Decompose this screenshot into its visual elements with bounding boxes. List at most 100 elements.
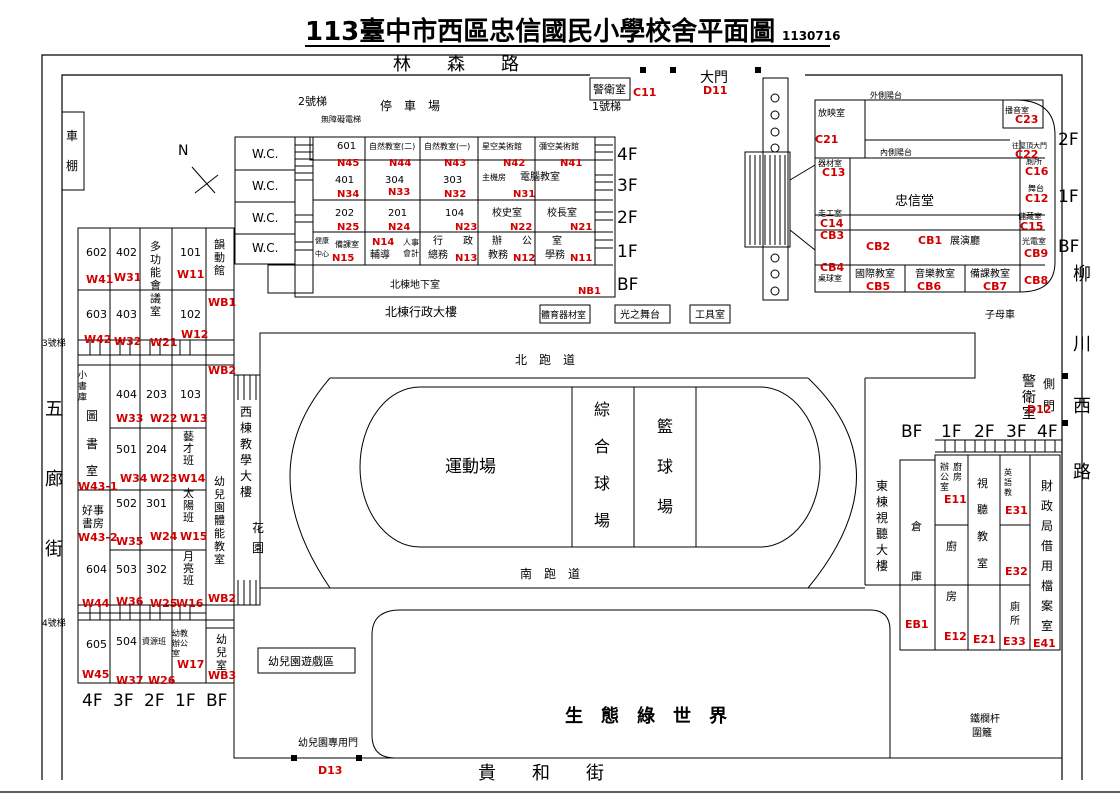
svg-text:財: 財 bbox=[1041, 478, 1053, 493]
south-track-label: 南 跑 道 bbox=[520, 566, 580, 581]
svg-text:側: 側 bbox=[1043, 377, 1055, 391]
svg-text:C15: C15 bbox=[1020, 220, 1043, 233]
svg-text:CB3: CB3 bbox=[820, 229, 844, 242]
north-basement-label: 北棟地下室 bbox=[390, 278, 440, 291]
svg-text:辦: 辦 bbox=[940, 461, 949, 473]
svg-text:樓: 樓 bbox=[876, 558, 888, 573]
svg-text:資源班: 資源班 bbox=[142, 636, 166, 646]
svg-text:N45: N45 bbox=[337, 158, 359, 169]
svg-text:C16: C16 bbox=[1025, 165, 1049, 178]
svg-text:W14: W14 bbox=[178, 472, 206, 485]
svg-text:WB1: WB1 bbox=[208, 296, 236, 309]
svg-text:WB3: WB3 bbox=[208, 669, 236, 682]
svg-text:倉: 倉 bbox=[911, 519, 922, 533]
svg-text:E11: E11 bbox=[944, 493, 967, 506]
svg-text:N32: N32 bbox=[444, 189, 466, 200]
svg-text:棟: 棟 bbox=[876, 494, 888, 509]
svg-text:403: 403 bbox=[116, 308, 137, 321]
svg-text:504: 504 bbox=[116, 635, 137, 648]
svg-text:房: 房 bbox=[953, 471, 962, 483]
svg-text:W33: W33 bbox=[116, 412, 143, 425]
svg-text:展演廳: 展演廳 bbox=[950, 234, 980, 247]
svg-text:4F: 4F bbox=[617, 145, 638, 165]
svg-text:W17: W17 bbox=[177, 658, 204, 671]
svg-text:W43-1: W43-1 bbox=[78, 480, 118, 493]
svg-text:能: 能 bbox=[150, 265, 161, 279]
svg-text:亮: 亮 bbox=[183, 561, 194, 575]
zhongxin-floor-labels: 2F 1F BF bbox=[1058, 130, 1079, 257]
north-building-name: 北棟行政大樓 bbox=[385, 304, 457, 319]
svg-text:1F: 1F bbox=[941, 422, 962, 442]
svg-text:W44: W44 bbox=[82, 597, 110, 610]
road-south: 貴 和 街 bbox=[478, 763, 604, 784]
svg-text:兒: 兒 bbox=[216, 646, 227, 659]
west-building bbox=[77, 227, 261, 684]
svg-text:303: 303 bbox=[443, 175, 462, 186]
svg-text:601: 601 bbox=[337, 141, 356, 152]
svg-text:N14: N14 bbox=[372, 237, 394, 248]
svg-text:庫: 庫 bbox=[78, 391, 87, 403]
svg-text:語: 語 bbox=[1004, 477, 1012, 487]
svg-text:CB1: CB1 bbox=[918, 234, 942, 247]
zx-connector bbox=[789, 164, 816, 251]
gate-post bbox=[291, 755, 297, 761]
svg-text:602: 602 bbox=[86, 246, 107, 259]
main-gate-label: 大門 bbox=[700, 70, 728, 86]
svg-text:放映室: 放映室 bbox=[818, 107, 845, 119]
svg-text:4F: 4F bbox=[1037, 422, 1058, 442]
svg-text:室: 室 bbox=[86, 463, 98, 478]
svg-text:W32: W32 bbox=[114, 335, 141, 348]
svg-text:BF: BF bbox=[1058, 237, 1079, 257]
stair1-label: 1號梯 bbox=[592, 100, 621, 113]
east-floor-labels: BF 1F 2F 3F 4F bbox=[901, 422, 1058, 442]
svg-text:動: 動 bbox=[214, 250, 225, 264]
svg-text:N24: N24 bbox=[388, 222, 410, 233]
svg-text:西: 西 bbox=[240, 405, 252, 419]
svg-text:102: 102 bbox=[180, 308, 201, 321]
svg-text:才: 才 bbox=[183, 441, 194, 455]
svg-text:柳: 柳 bbox=[1073, 264, 1091, 285]
svg-text:教: 教 bbox=[214, 540, 225, 553]
svg-text:W42: W42 bbox=[84, 333, 111, 346]
svg-text:幼: 幼 bbox=[214, 475, 225, 488]
svg-text:2F: 2F bbox=[1058, 130, 1079, 150]
svg-text:E41: E41 bbox=[1033, 637, 1056, 650]
svg-text:E32: E32 bbox=[1005, 565, 1028, 578]
svg-text:1F: 1F bbox=[617, 242, 638, 262]
svg-text:庫: 庫 bbox=[911, 569, 922, 583]
svg-text:203: 203 bbox=[146, 388, 167, 401]
svg-text:借: 借 bbox=[1041, 539, 1053, 553]
north-arrow-icon: N bbox=[178, 143, 219, 194]
stair4-label: 4號梯 bbox=[42, 617, 66, 629]
svg-text:104: 104 bbox=[445, 208, 464, 219]
svg-text:室: 室 bbox=[1041, 618, 1053, 633]
svg-text:教: 教 bbox=[240, 436, 252, 451]
svg-text:視: 視 bbox=[977, 476, 988, 490]
svg-text:W35: W35 bbox=[116, 535, 143, 548]
svg-text:五: 五 bbox=[45, 399, 63, 420]
svg-text:N25: N25 bbox=[337, 222, 359, 233]
road-west: 五 廊 街 bbox=[45, 399, 63, 560]
barrier-elevator-label: 無障礙電梯 bbox=[321, 114, 361, 124]
svg-text:3F: 3F bbox=[113, 691, 134, 711]
north-track-label: 北 跑 道 bbox=[515, 353, 575, 367]
svg-text:大: 大 bbox=[240, 469, 252, 483]
svg-text:政: 政 bbox=[1041, 499, 1053, 513]
svg-text:W37: W37 bbox=[116, 674, 143, 687]
svg-text:N15: N15 bbox=[332, 253, 354, 264]
svg-text:302: 302 bbox=[146, 563, 167, 576]
svg-text:議: 議 bbox=[150, 291, 161, 305]
svg-text:N41: N41 bbox=[560, 158, 582, 169]
svg-text:書: 書 bbox=[78, 380, 87, 392]
svg-text:光電室: 光電室 bbox=[1022, 236, 1046, 246]
svg-text:警: 警 bbox=[1022, 374, 1036, 390]
svg-text:幼: 幼 bbox=[216, 633, 227, 646]
drop-bin-label: 子母車 bbox=[985, 308, 1015, 321]
svg-text:3F: 3F bbox=[617, 176, 638, 196]
svg-text:N12: N12 bbox=[513, 253, 535, 264]
